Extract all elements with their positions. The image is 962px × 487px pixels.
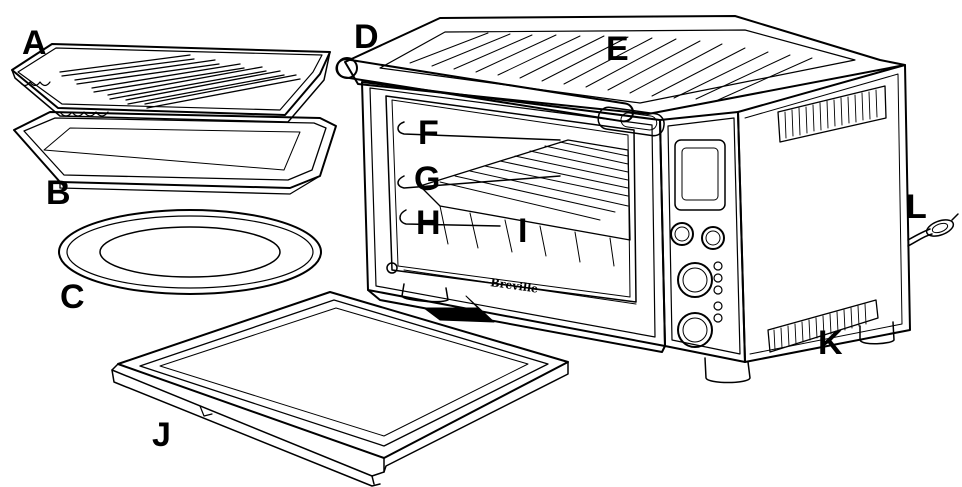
broil-rack: [11, 43, 331, 123]
label-b: B: [46, 174, 71, 212]
label-a: A: [22, 24, 47, 62]
label-j: J: [152, 416, 171, 454]
crumb-tray: [111, 291, 569, 487]
label-i: I: [518, 212, 528, 250]
label-f: F: [418, 114, 439, 152]
label-g: G: [414, 160, 441, 198]
label-l: L: [906, 188, 927, 226]
brand-name: Breville: [490, 276, 539, 296]
label-h: H: [416, 204, 441, 242]
label-d: D: [354, 18, 379, 56]
toaster-oven: Breville: [335, 15, 959, 384]
label-e: E: [606, 30, 629, 68]
label-k: K: [818, 324, 843, 362]
pizza-pan: [58, 209, 322, 295]
baking-pan: [13, 111, 337, 195]
insert-arrow: [423, 295, 495, 323]
label-c: C: [60, 278, 85, 316]
